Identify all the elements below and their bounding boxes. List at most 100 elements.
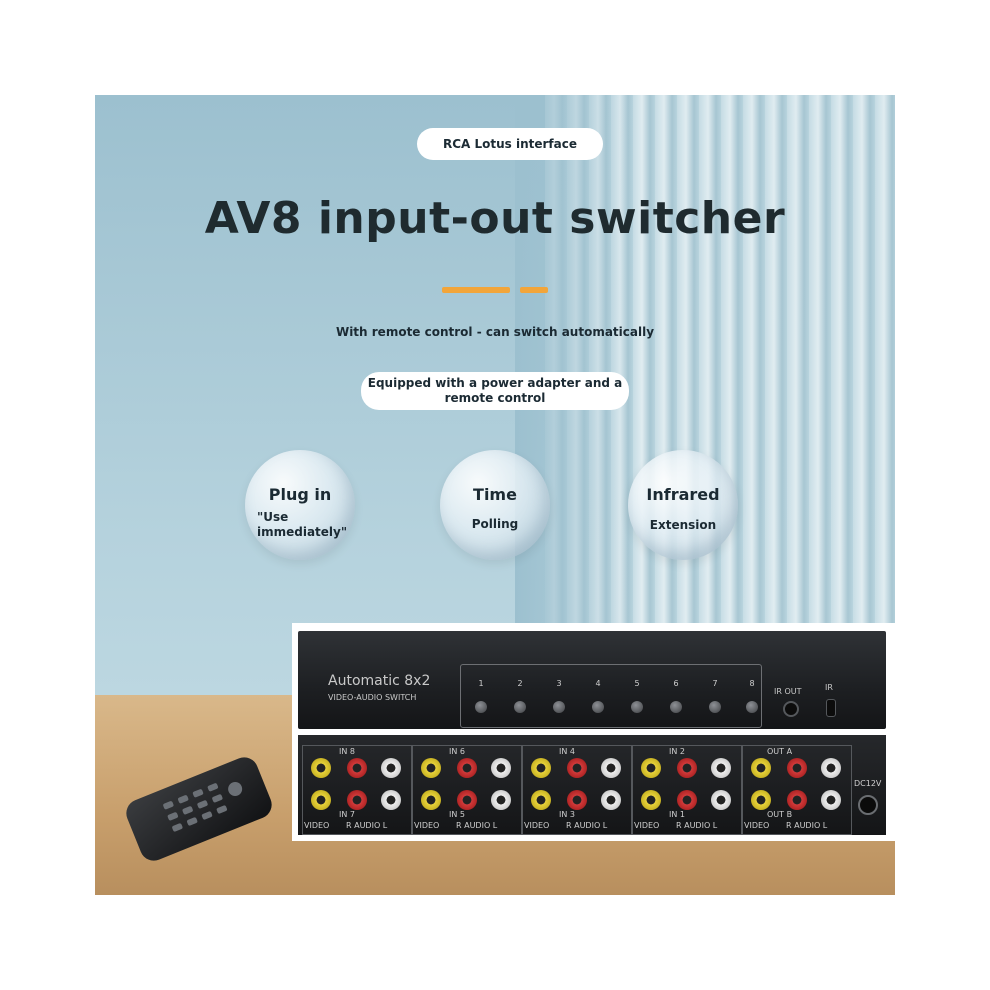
remote-button	[181, 805, 194, 815]
dc-label: DC12V	[854, 779, 882, 788]
selector-panel	[460, 664, 762, 728]
video-jack	[421, 790, 441, 810]
footer-video-label: VIDEO	[744, 821, 770, 830]
selector-button	[514, 701, 526, 713]
feature-title: Time	[473, 485, 517, 504]
audio-right-jack	[677, 790, 697, 810]
audio-right-jack	[457, 758, 477, 778]
product-banner: RCA Lotus interface AV8 input-out switch…	[95, 95, 895, 895]
footer-video-label: VIDEO	[634, 821, 660, 830]
footer-video-label: VIDEO	[524, 821, 550, 830]
footer-audio-label: R AUDIO L	[566, 821, 608, 830]
switch-rear-panel	[298, 735, 886, 835]
footer-audio-label: R AUDIO L	[676, 821, 718, 830]
remote-button	[192, 788, 204, 798]
jack-group-in-2-1: IN 2 IN 1	[632, 745, 742, 835]
remote-button	[226, 779, 245, 799]
video-jack	[751, 758, 771, 778]
footer-audio-label: R AUDIO L	[786, 821, 828, 830]
device-photo: Automatic 8x2 VIDEO-AUDIO SWITCH 1 2 3 4…	[292, 623, 895, 841]
ir-label: IR	[825, 683, 833, 692]
equipped-note: Equipped with a power adapter and a remo…	[361, 372, 629, 410]
audio-left-jack	[601, 790, 621, 810]
remote-button	[171, 822, 184, 833]
switch-front-panel: Automatic 8x2 VIDEO-AUDIO SWITCH 1 2 3 4…	[298, 631, 886, 729]
group-bottom-label: OUT B	[767, 810, 793, 819]
feature-title: Plug in	[268, 485, 332, 504]
audio-right-jack	[787, 758, 807, 778]
selector-button	[475, 701, 487, 713]
video-jack	[311, 790, 331, 810]
remote-button	[207, 782, 219, 792]
audio-right-jack	[347, 758, 367, 778]
video-jack	[641, 758, 661, 778]
jack-group-in-8-7: IN 8 IN 7	[302, 745, 412, 835]
audio-left-jack	[491, 790, 511, 810]
audio-right-jack	[567, 758, 587, 778]
audio-right-jack	[567, 790, 587, 810]
selector-button	[553, 701, 565, 713]
group-bottom-label: IN 5	[449, 810, 465, 819]
feature-subtitle: Polling	[471, 517, 519, 531]
device-model: Automatic 8x2	[328, 673, 431, 689]
top-badge: RCA Lotus interface	[417, 128, 603, 160]
remote-button	[167, 811, 179, 821]
remote-button	[177, 794, 189, 804]
footer-audio-label: R AUDIO L	[346, 821, 388, 830]
remote-button	[162, 800, 175, 810]
device-type: VIDEO-AUDIO SWITCH	[328, 693, 417, 702]
audio-left-jack	[821, 790, 841, 810]
audio-left-jack	[381, 790, 401, 810]
audio-left-jack	[711, 790, 731, 810]
feature-title: Infrared	[646, 485, 720, 504]
group-top-label: IN 2	[669, 747, 685, 756]
jack-group-in-6-5: IN 6 IN 5	[412, 745, 522, 835]
accent-dash-long	[442, 287, 510, 293]
ir-sensor	[826, 699, 836, 717]
selector-button	[709, 701, 721, 713]
selector-number: 8	[749, 679, 755, 688]
selector-number: 6	[673, 679, 679, 688]
remote-button	[201, 810, 213, 821]
group-bottom-label: IN 3	[559, 810, 575, 819]
video-jack	[421, 758, 441, 778]
page-title: AV8 input-out switcher	[204, 193, 786, 244]
video-jack	[311, 758, 331, 778]
audio-left-jack	[491, 758, 511, 778]
feature-bubble-plug-in: Plug in "Use immediately"	[245, 450, 355, 560]
remote-button	[186, 816, 198, 827]
audio-right-jack	[677, 758, 697, 778]
remote-button	[211, 793, 224, 804]
selector-number: 2	[517, 679, 523, 688]
audio-left-jack	[711, 758, 731, 778]
video-jack	[641, 790, 661, 810]
video-jack	[531, 790, 551, 810]
feature-bubble-time: Time Polling	[440, 450, 550, 560]
ir-out-jack	[783, 701, 799, 717]
footer-video-label: VIDEO	[414, 821, 440, 830]
group-top-label: IN 8	[339, 747, 355, 756]
group-bottom-label: IN 7	[339, 810, 355, 819]
remote-button	[216, 804, 228, 815]
accent-dash-short	[520, 287, 548, 293]
jack-group-out-a-b: OUT A OUT B	[742, 745, 852, 835]
audio-right-jack	[787, 790, 807, 810]
audio-right-jack	[347, 790, 367, 810]
selector-number: 4	[595, 679, 601, 688]
group-top-label: IN 6	[449, 747, 465, 756]
selector-button	[592, 701, 604, 713]
remote-button	[196, 799, 209, 809]
footer-video-label: VIDEO	[304, 821, 330, 830]
feature-subtitle: "Use immediately"	[257, 510, 348, 539]
group-top-label: OUT A	[767, 747, 793, 756]
jack-group-in-4-3: IN 4 IN 3	[522, 745, 632, 835]
audio-left-jack	[381, 758, 401, 778]
selector-button	[670, 701, 682, 713]
subtitle: With remote control - can switch automat…	[335, 325, 655, 339]
audio-left-jack	[821, 758, 841, 778]
feature-bubble-infrared: Infrared Extension	[628, 450, 738, 560]
selector-number: 7	[712, 679, 718, 688]
group-bottom-label: IN 1	[669, 810, 685, 819]
audio-right-jack	[457, 790, 477, 810]
audio-left-jack	[601, 758, 621, 778]
